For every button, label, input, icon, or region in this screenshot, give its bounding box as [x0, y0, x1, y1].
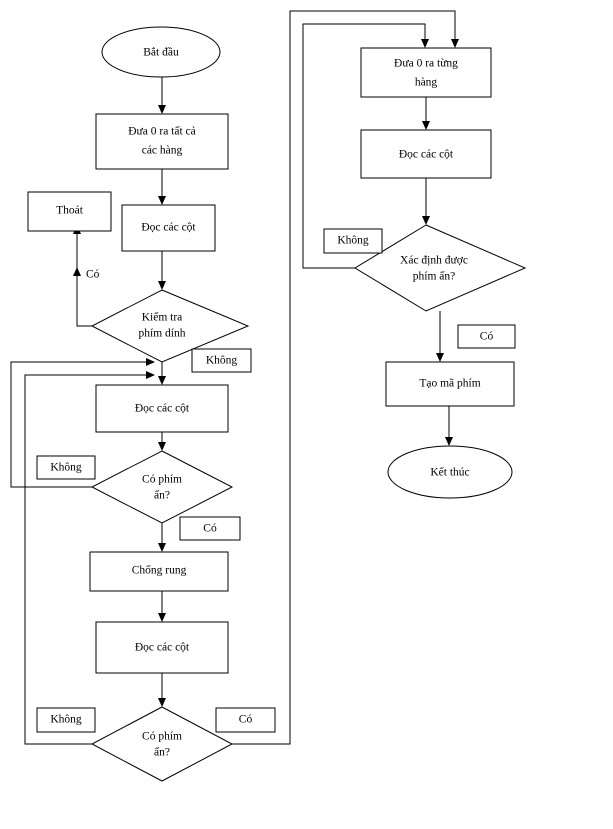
edge-key-pressed-1-yes-to-debounce [158, 523, 166, 552]
edge-label-stuck-no: Không [191, 348, 252, 373]
edge-key-pressed-2-yes-to-zero-each-row [232, 10, 459, 745]
node-read-cols-1[interactable]: Đọc các cột [121, 204, 216, 252]
edge-identify-no-feedback [302, 23, 429, 269]
edge-label-pressed2-no-text: Không [50, 714, 82, 726]
edge-label-identify-no: Không [323, 228, 383, 254]
edge-read-cols-1-to-check-stuck [158, 251, 166, 290]
start-ellipse [101, 26, 221, 78]
node-end[interactable]: Kết thúc [387, 445, 513, 499]
zero-each-row-label-line1: Đưa 0 ra từng [394, 58, 458, 70]
debounce-label: Chống rung [132, 564, 187, 577]
edge-zero-all-rows-to-read-cols-1 [158, 169, 166, 205]
edge-label-pressed1-no-box [36, 455, 96, 480]
edge-label-stuck-no-text: Không [206, 355, 238, 367]
edge-label-pressed1-yes: Có [179, 516, 241, 541]
edge-start-to-zero-all-rows [158, 76, 166, 114]
read-cols-1-box [121, 204, 216, 252]
read-cols-2-label: Đọc các cột [135, 403, 190, 415]
edge-label-identify-yes-text: Có [480, 331, 494, 343]
read-cols-4-box [360, 129, 492, 179]
edge-label-pressed2-no-box [36, 707, 96, 733]
edge-read-cols-4-to-identify [422, 178, 430, 225]
edge-key-pressed-1-no-feedback [10, 358, 155, 488]
edge-label-pressed2-yes-text: Có [239, 714, 253, 726]
read-cols-4-label: Đọc các cột [399, 149, 454, 161]
debounce-box [89, 551, 229, 592]
edge-check-stuck-no-to-read-cols-2 [158, 362, 166, 385]
exit-box [27, 191, 112, 232]
edge-zero-each-row-to-read-cols-4 [422, 97, 430, 130]
node-key-pressed-1[interactable]: Có phím ấn? [90, 450, 234, 524]
edge-label-pressed2-yes-box [215, 707, 276, 733]
edge-identify-yes-to-make-keycode [436, 311, 444, 362]
key-pressed-2-label-line1: Có phím [142, 731, 182, 743]
edge-label-pressed2-no: Không [36, 707, 96, 733]
key-pressed-1-label-line1: Có phím [142, 474, 182, 486]
edge-label-stuck-yes: Có [86, 269, 100, 281]
key-pressed-2-diamond [90, 706, 234, 782]
zero-each-row-box [360, 47, 492, 98]
edge-label-identify-no-text: Không [337, 235, 369, 247]
edge-label-pressed1-no-text: Không [50, 462, 82, 474]
node-read-cols-3[interactable]: Đọc các cột [95, 621, 229, 674]
edge-label-identify-yes-box [457, 324, 516, 349]
zero-all-rows-label-line2: các hàng [142, 145, 183, 157]
node-make-keycode[interactable]: Tạo mã phím [385, 361, 515, 407]
edge-make-keycode-to-end [445, 406, 453, 446]
key-pressed-1-label-line2: ấn? [154, 489, 170, 502]
check-stuck-key-diamond [90, 289, 250, 363]
edge-debounce-to-read-cols-3 [158, 591, 166, 622]
node-debounce[interactable]: Chống rung [89, 551, 229, 592]
node-start[interactable]: Bắt đầu [101, 26, 221, 78]
node-zero-each-row[interactable]: Đưa 0 ra từng hàng [360, 47, 492, 98]
edge-label-pressed2-yes: Có [215, 707, 276, 733]
make-keycode-box [385, 361, 515, 407]
edge-label-pressed1-yes-text: Có [203, 523, 217, 535]
end-label: Kết thúc [430, 466, 469, 479]
read-cols-2-box [95, 384, 229, 433]
node-identify-key[interactable]: Xác định được phím ấn? [354, 224, 527, 312]
edge-read-cols-2-to-key-pressed-1 [158, 432, 166, 451]
edge-label-stuck-yes-text: Có [86, 269, 100, 281]
zero-all-rows-box [95, 113, 229, 170]
zero-all-rows-label-line1: Đưa 0 ra tất cả [128, 125, 196, 138]
check-stuck-key-label-line2: phím dính [139, 328, 186, 340]
read-cols-3-box [95, 621, 229, 674]
node-check-stuck-key[interactable]: Kiểm tra phím dính [90, 289, 250, 363]
edge-label-pressed1-yes-box [179, 516, 241, 541]
identify-key-diamond [354, 224, 527, 312]
edge-read-cols-3-to-key-pressed-2 [158, 673, 166, 707]
node-read-cols-4[interactable]: Đọc các cột [360, 129, 492, 179]
key-pressed-1-diamond [90, 450, 234, 524]
read-cols-3-label: Đọc các cột [135, 642, 190, 654]
node-exit[interactable]: Thoát [27, 191, 112, 232]
read-cols-1-label: Đọc các cột [141, 222, 196, 234]
make-keycode-label: Tạo mã phím [419, 378, 480, 390]
edge-key-pressed-2-no-feedback [24, 371, 155, 745]
node-key-pressed-2[interactable]: Có phím ấn? [90, 706, 234, 782]
identify-key-label-line1: Xác định được [400, 255, 468, 267]
identify-key-label-line2: phím ấn? [413, 270, 455, 283]
zero-each-row-label-line2: hàng [415, 77, 438, 89]
edge-label-identify-no-box [323, 228, 383, 254]
exit-label: Thoát [56, 205, 84, 217]
edge-label-identify-yes: Có [457, 324, 516, 349]
edge-label-pressed1-no: Không [36, 455, 96, 480]
key-pressed-2-label-line2: ấn? [154, 746, 170, 759]
node-zero-all-rows[interactable]: Đưa 0 ra tất cả các hàng [95, 113, 229, 170]
check-stuck-key-label-line1: Kiểm tra [142, 311, 183, 324]
node-read-cols-2[interactable]: Đọc các cột [95, 384, 229, 433]
start-label: Bắt đầu [143, 46, 179, 59]
edge-label-stuck-no-box [191, 348, 252, 373]
end-ellipse [387, 445, 513, 499]
